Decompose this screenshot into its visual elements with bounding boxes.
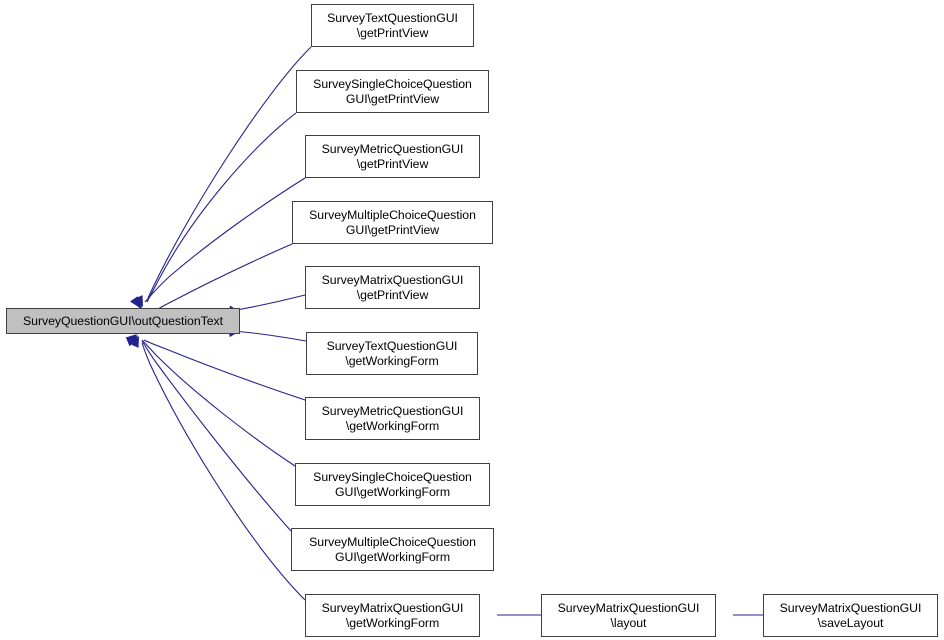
node-survey-multiple-choice-question-gui-get-print-view-line2: GUI\getPrintView xyxy=(345,222,440,237)
node-survey-matrix-question-gui-get-working-form[interactable]: SurveyMatrixQuestionGUI\getWorkingForm xyxy=(305,594,480,637)
node-survey-metric-question-gui-get-working-form-line1: SurveyMetricQuestionGUI xyxy=(321,404,464,419)
node-survey-metric-question-gui-get-print-view-line2: \getPrintView xyxy=(356,156,429,171)
node-survey-single-choice-question-gui-get-working-form-line2: GUI\getWorkingForm xyxy=(334,484,451,499)
node-survey-multiple-choice-question-gui-get-working-form-line2: GUI\getWorkingForm xyxy=(334,549,451,564)
edge-n8-to-root xyxy=(141,339,296,467)
edge-n9-to-root xyxy=(141,340,292,532)
node-survey-matrix-question-gui-get-print-view-line1: SurveyMatrixQuestionGUI xyxy=(321,273,464,288)
edge-n7-to-root xyxy=(143,339,306,401)
node-survey-single-choice-question-gui-get-print-view-line2: GUI\getPrintView xyxy=(345,91,440,106)
root-node-line1: SurveyQuestionGUI\outQuestionText xyxy=(23,313,223,328)
node-survey-metric-question-gui-get-print-view-line1: SurveyMetricQuestionGUI xyxy=(321,142,464,157)
node-survey-multiple-choice-question-gui-get-print-view-line1: SurveyMultipleChoiceQuestion xyxy=(309,208,476,223)
node-survey-text-question-gui-get-print-view-line2: \getPrintView xyxy=(356,25,429,40)
node-survey-single-choice-question-gui-get-working-form-line1: SurveySingleChoiceQuestion xyxy=(313,470,472,485)
node-survey-text-question-gui-get-working-form-line1: SurveyTextQuestionGUI xyxy=(326,339,458,354)
node-survey-matrix-question-gui-save-layout[interactable]: SurveyMatrixQuestionGUI\saveLayout xyxy=(763,594,938,637)
edge-n9-to-root-arrowhead xyxy=(127,335,138,347)
node-survey-matrix-question-gui-get-working-form-line1: SurveyMatrixQuestionGUI xyxy=(321,601,464,616)
node-survey-metric-question-gui-get-working-form[interactable]: SurveyMetricQuestionGUI\getWorkingForm xyxy=(305,397,480,440)
edge-n10-to-root-arrowhead xyxy=(130,336,139,348)
node-survey-matrix-question-gui-save-layout-line2: \saveLayout xyxy=(817,615,884,630)
node-survey-single-choice-question-gui-get-print-view-line1: SurveySingleChoiceQuestion xyxy=(313,77,472,92)
node-survey-text-question-gui-get-print-view[interactable]: SurveyTextQuestionGUI\getPrintView xyxy=(311,4,474,47)
node-survey-text-question-gui-get-print-view-line1: SurveyTextQuestionGUI xyxy=(327,11,458,26)
node-survey-metric-question-gui-get-working-form-line2: \getWorkingForm xyxy=(345,418,440,433)
node-survey-metric-question-gui-get-print-view[interactable]: SurveyMetricQuestionGUI\getPrintView xyxy=(305,135,480,178)
node-survey-multiple-choice-question-gui-get-working-form-line1: SurveyMultipleChoiceQuestion xyxy=(309,535,476,550)
node-survey-text-question-gui-get-working-form[interactable]: SurveyTextQuestionGUI\getWorkingForm xyxy=(306,332,478,375)
edge-n1-to-root xyxy=(147,46,312,299)
node-survey-matrix-question-gui-get-working-form-line2: \getWorkingForm xyxy=(345,615,440,630)
node-survey-text-question-gui-get-working-form-line2: \getWorkingForm xyxy=(345,353,439,368)
node-survey-matrix-question-gui-layout-line1: SurveyMatrixQuestionGUI xyxy=(557,601,700,616)
node-survey-matrix-question-gui-get-print-view-line2: \getPrintView xyxy=(356,287,429,302)
edge-n4-to-root xyxy=(145,243,293,317)
node-survey-matrix-question-gui-layout[interactable]: SurveyMatrixQuestionGUI\layout xyxy=(541,594,716,637)
root-node[interactable]: SurveyQuestionGUI\outQuestionText xyxy=(6,308,240,334)
edge-n7-to-root-arrowhead xyxy=(126,337,138,347)
node-survey-matrix-question-gui-save-layout-line1: SurveyMatrixQuestionGUI xyxy=(779,601,922,616)
node-survey-matrix-question-gui-get-print-view[interactable]: SurveyMatrixQuestionGUI\getPrintView xyxy=(305,266,480,309)
edge-n2-to-root xyxy=(146,112,297,303)
edge-n3-to-root xyxy=(144,177,306,303)
edge-n10-to-root xyxy=(141,342,306,601)
edge-n1-to-root-arrowhead xyxy=(134,295,143,307)
node-survey-matrix-question-gui-layout-line2: \layout xyxy=(610,615,647,630)
